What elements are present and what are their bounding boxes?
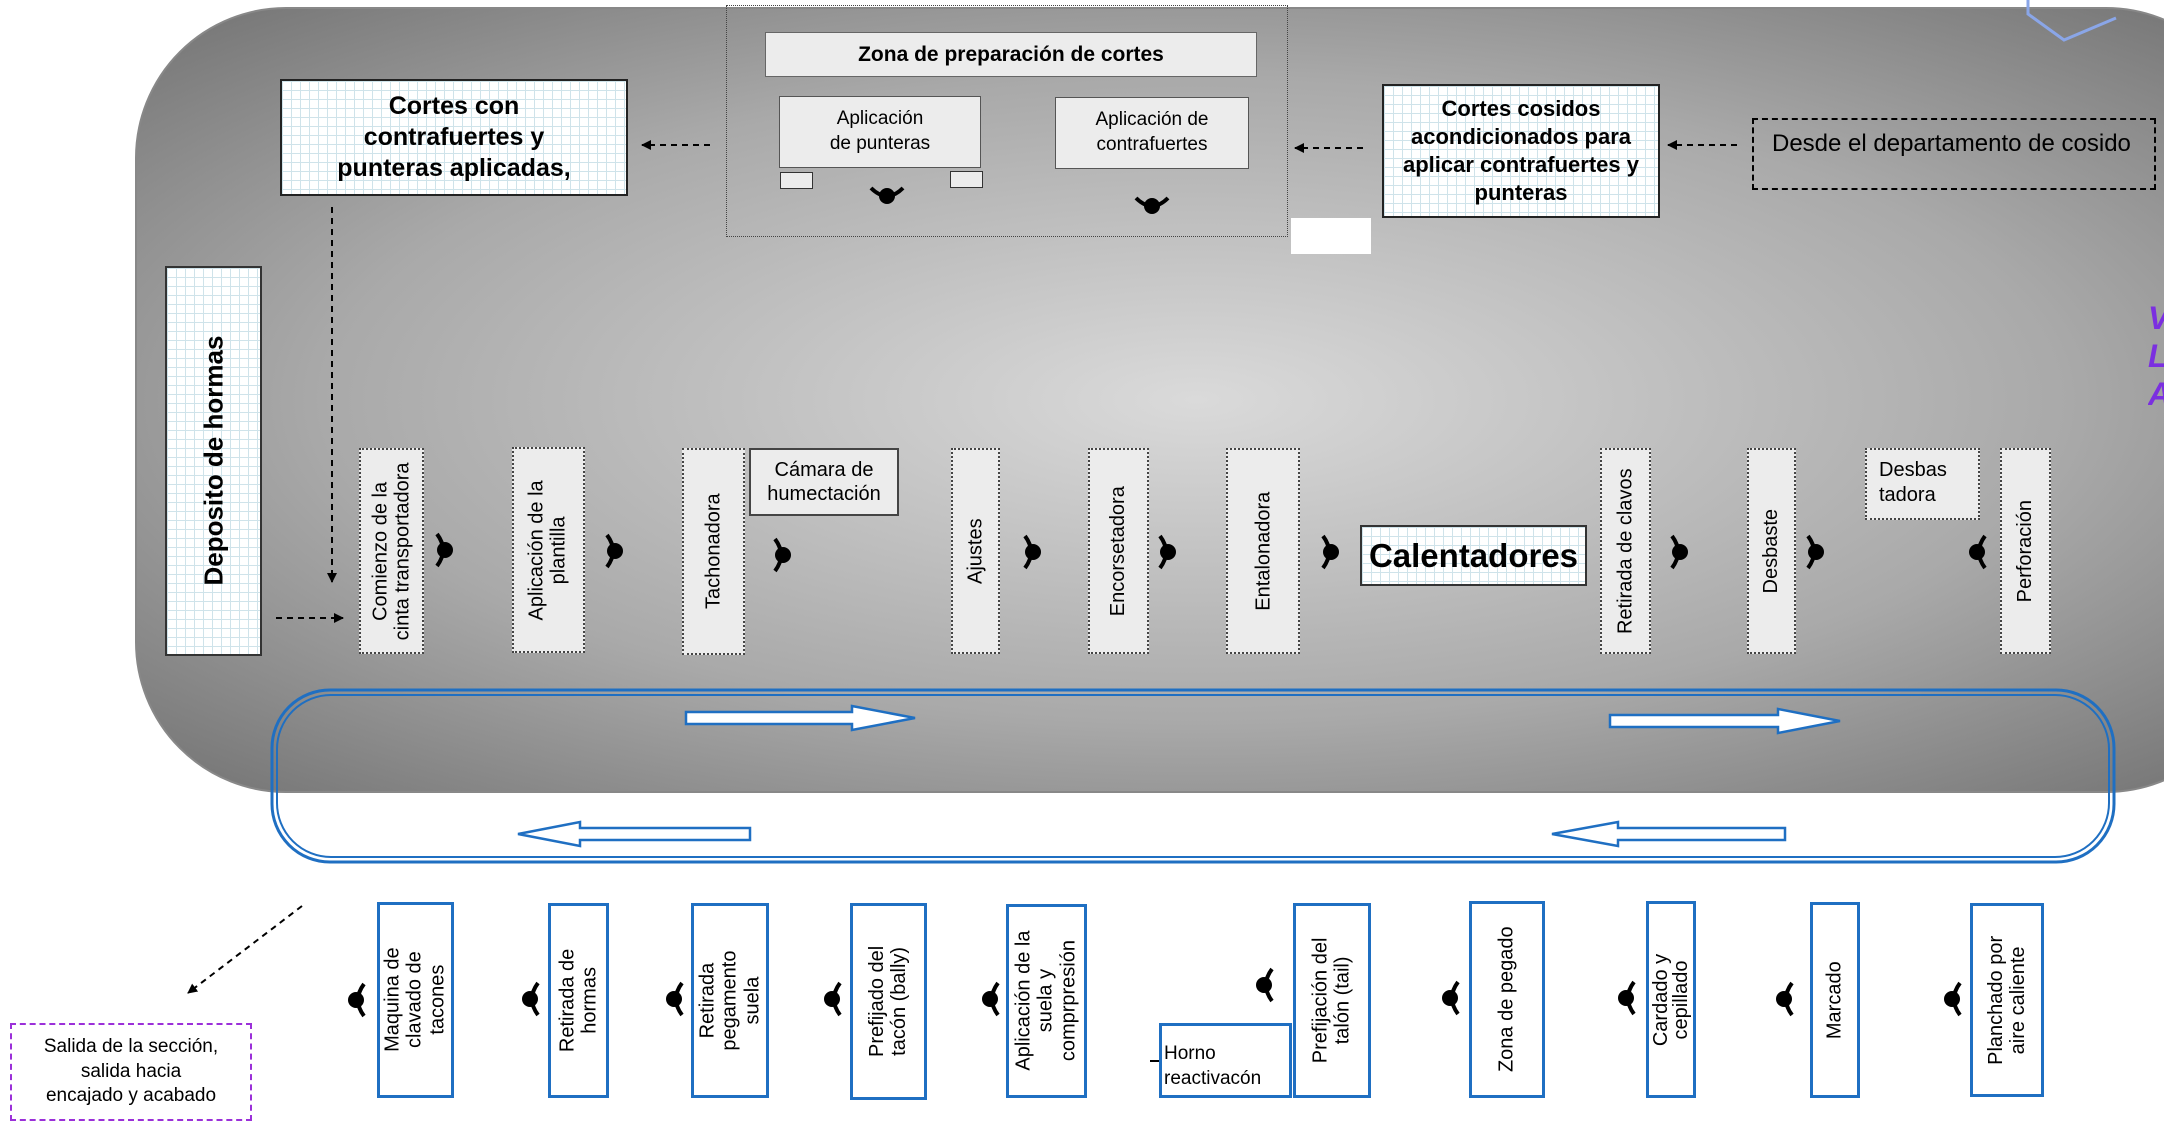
desde-departamento-box: Desde el departamento de cosido bbox=[1752, 118, 2156, 190]
station-cardado-label: Cardado y cepillado bbox=[1650, 953, 1692, 1046]
station-aplicacion-suela: Aplicación de la suela y comprpresión bbox=[1006, 904, 1087, 1098]
station-prefijado-tacon: Prefijado del tacón (bally) bbox=[850, 903, 927, 1100]
station-retirada-pegamento-label: Retirada pegamento suela bbox=[696, 950, 764, 1051]
conveyor-loop bbox=[270, 688, 2116, 864]
station-encorsetadora: Encorsetadora bbox=[1088, 448, 1149, 654]
station-planchado: Planchado por aire caliente bbox=[1970, 903, 2044, 1097]
operator-icon bbox=[605, 533, 623, 569]
station-encorsetadora-label: Encorsetadora bbox=[1107, 485, 1130, 617]
station-ajustes-label: Ajustes bbox=[964, 518, 987, 584]
camara-humectacion: Cámara de humectación bbox=[749, 448, 899, 516]
station-marcado: Marcado bbox=[1810, 902, 1860, 1098]
station-perforacion: Perforación bbox=[2000, 448, 2051, 654]
station-desbaste: Desbaste bbox=[1747, 448, 1796, 654]
operator-icon bbox=[666, 981, 684, 1017]
station-planchado-label: Planchado por aire caliente bbox=[1984, 935, 2030, 1065]
operator-icon bbox=[773, 537, 791, 573]
conveyor-arrows bbox=[517, 704, 1841, 848]
station-retirada-clavos: Retirada de clavos bbox=[1600, 448, 1651, 654]
edge-letter-2: L bbox=[2148, 338, 2164, 376]
machine-pad-right bbox=[950, 171, 983, 188]
station-plantilla-label: Aplicación de la plantilla bbox=[526, 479, 571, 621]
station-comienzo-label: Comienzo de la cinta transportadora bbox=[369, 462, 414, 640]
conveyor-arrow-left-2 bbox=[1551, 820, 1787, 848]
edge-text: V L A bbox=[2148, 300, 2164, 440]
station-entalonadora-label: Entalonadora bbox=[1251, 491, 1274, 611]
station-entalonadora: Entalonadora bbox=[1226, 448, 1300, 654]
station-retirada-pegamento: Retirada pegamento suela bbox=[691, 903, 769, 1098]
white-rect bbox=[1291, 218, 1371, 254]
station-ajustes: Ajustes bbox=[951, 448, 1000, 654]
operator-icon bbox=[869, 186, 905, 204]
salida-seccion: Salida de la sección, salida hacia encaj… bbox=[10, 1023, 252, 1121]
operator-icon bbox=[1969, 534, 1987, 570]
deposito-hormas: Deposito de hormas bbox=[165, 266, 262, 656]
operator-icon bbox=[1134, 196, 1170, 214]
station-retirada-hormas-label: Retirada de hormas bbox=[556, 948, 601, 1053]
prep-zone-title: Zona de preparación de cortes bbox=[765, 32, 1257, 77]
station-prefijado-tacon-label: Prefijado del tacón (bally) bbox=[866, 945, 911, 1058]
cortes-aplicados-box: Cortes con contrafuertes y punteras apli… bbox=[280, 79, 628, 196]
edge-letter-1: V bbox=[2148, 300, 2164, 338]
cortes-cosidos-box: Cortes cosidos acondicionados para aplic… bbox=[1382, 84, 1660, 218]
prep-box-contrafuertes: Aplicación de contrafuertes bbox=[1055, 97, 1249, 169]
operator-icon bbox=[1806, 534, 1824, 570]
station-clavado-tacones-label: Maquina de clavado de tacones bbox=[381, 947, 449, 1053]
operator-icon bbox=[1256, 967, 1274, 1003]
station-cardado: Cardado y cepillado bbox=[1646, 901, 1696, 1098]
station-prefijacion-talon-label: Prefijación del talón (tail) bbox=[1309, 937, 1354, 1064]
conveyor-arrow-right-1 bbox=[684, 704, 916, 732]
operator-icon bbox=[1776, 981, 1794, 1017]
process-panel bbox=[135, 7, 2164, 793]
operator-icon bbox=[1023, 534, 1041, 570]
horno-reactivacion: Horno reactivacón bbox=[1159, 1023, 1292, 1098]
station-comienzo: Comienzo de la cinta transportadora bbox=[359, 448, 424, 654]
operator-icon bbox=[1442, 980, 1460, 1016]
operator-icon bbox=[522, 981, 540, 1017]
machine-pad-left bbox=[780, 172, 813, 189]
station-zona-pegado-label: Zona de pegado bbox=[1495, 926, 1518, 1073]
operator-icon bbox=[1158, 534, 1176, 570]
station-aplicacion-suela-label: Aplicación de la suela y comprpresión bbox=[1012, 930, 1080, 1072]
operator-icon bbox=[982, 981, 1000, 1017]
conveyor-arrow-left-1 bbox=[517, 820, 752, 848]
flow-arrows bbox=[187, 140, 1737, 994]
station-tachonadora-label: Tachonadora bbox=[702, 493, 725, 610]
operator-icon bbox=[348, 982, 366, 1018]
station-perforacion-label: Perforación bbox=[2014, 499, 2037, 603]
deposito-hormas-label: Deposito de hormas bbox=[197, 336, 228, 586]
corner-shape bbox=[2026, 0, 2117, 42]
prep-zone bbox=[726, 5, 1288, 237]
operator-icon bbox=[1618, 980, 1636, 1016]
edge-letter-3: A bbox=[2148, 376, 2164, 414]
operator-icon bbox=[1670, 534, 1688, 570]
station-plantilla: Aplicación de la plantilla bbox=[512, 447, 585, 653]
station-prefijacion-talon: Prefijación del talón (tail) bbox=[1293, 903, 1371, 1098]
station-marcado-label: Marcado bbox=[1823, 961, 1846, 1039]
station-retirada-clavos-label: Retirada de clavos bbox=[1614, 468, 1637, 634]
station-desbaste-label: Desbaste bbox=[1760, 508, 1783, 594]
station-retirada-hormas: Retirada de hormas bbox=[548, 903, 609, 1098]
station-clavado-tacones: Maquina de clavado de tacones bbox=[377, 902, 454, 1098]
operator-icon bbox=[824, 981, 842, 1017]
prep-box-punteras: Aplicación de punteras bbox=[779, 96, 981, 168]
station-zona-pegado: Zona de pegado bbox=[1469, 901, 1545, 1098]
desbastadora: Desbas tadora bbox=[1865, 448, 1980, 520]
operator-icon bbox=[1944, 981, 1962, 1017]
station-tachonadora: Tachonadora bbox=[682, 448, 745, 655]
conveyor-arrow-right-2 bbox=[1608, 707, 1841, 735]
operator-icon bbox=[435, 532, 453, 568]
calentadores: Calentadores bbox=[1360, 525, 1587, 586]
operator-icon bbox=[1321, 534, 1339, 570]
